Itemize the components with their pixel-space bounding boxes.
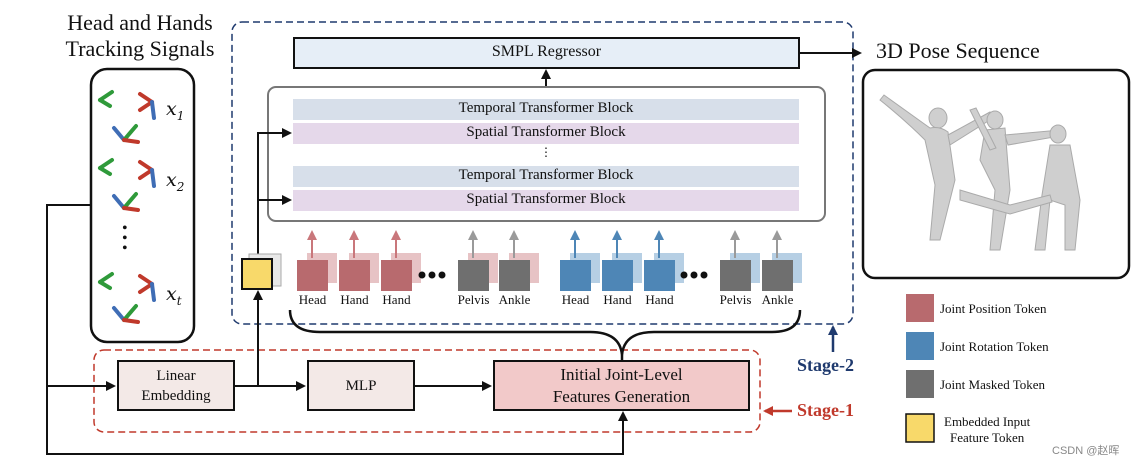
stage2-label: Stage-2 xyxy=(797,355,854,375)
mlp-label: MLP xyxy=(345,378,377,394)
signal-x2: x2 xyxy=(166,169,185,194)
smpl-label: SMPL Regressor xyxy=(491,43,602,60)
left-title: Head and Hands Tracking Signals xyxy=(50,10,230,62)
ellipsis-dot xyxy=(690,271,698,279)
token-label: Ankle xyxy=(761,292,794,307)
token-masked xyxy=(499,260,530,291)
legend-embedded-label: Embedded Input Feature Token xyxy=(944,414,1031,445)
token-label: Hand xyxy=(603,292,632,307)
initial-label-line2: Features Generation xyxy=(552,387,691,406)
linear-embedding-box xyxy=(117,360,235,411)
legend-masked-label: Joint Masked Token xyxy=(940,377,1046,392)
embedded-token xyxy=(241,258,273,290)
token-position xyxy=(339,260,370,291)
legend-swatch-position xyxy=(906,294,934,322)
block-spatial-1: Spatial Transformer Block xyxy=(466,124,626,140)
legend-rotation-label: Joint Rotation Token xyxy=(940,339,1049,354)
output-title: 3D Pose Sequence xyxy=(876,38,1040,63)
signal-xt: xt xyxy=(166,283,182,308)
token-label: Head xyxy=(561,292,590,307)
block-spatial-2: Spatial Transformer Block xyxy=(466,191,626,207)
stage1-label: Stage-1 xyxy=(797,400,854,420)
mlp-box xyxy=(307,360,415,411)
token-label: Hand xyxy=(382,292,411,307)
token-label: Hand xyxy=(340,292,369,307)
linear-embedding-label: Linear Embedding xyxy=(118,366,234,406)
token-label: Pelvis xyxy=(457,292,490,307)
tokens-brace xyxy=(288,309,802,356)
stage1-box xyxy=(93,349,761,433)
stage2-box xyxy=(231,21,854,325)
token-label: Pelvis xyxy=(719,292,752,307)
ellipsis-dot xyxy=(438,271,446,279)
token-label: Head xyxy=(298,292,327,307)
token-position xyxy=(381,260,412,291)
token-arrow-head xyxy=(391,230,401,240)
axes-icon-3 xyxy=(98,272,156,324)
token-rotation xyxy=(644,260,675,291)
token-masked xyxy=(762,260,793,291)
token-position xyxy=(297,260,328,291)
token-arrow-head xyxy=(307,230,317,240)
ellipsis-dot xyxy=(680,271,688,279)
legend-swatch-embedded xyxy=(905,413,935,443)
token-arrow-head xyxy=(570,230,580,240)
initial-features-box xyxy=(493,360,750,411)
token-arrow-head xyxy=(772,230,782,240)
token-rotation xyxy=(602,260,633,291)
token-arrow-head xyxy=(612,230,622,240)
ellipsis-dot xyxy=(428,271,436,279)
token-masked xyxy=(458,260,489,291)
token-masked xyxy=(720,260,751,291)
token-label: Hand xyxy=(645,292,674,307)
legend-swatch-rotation xyxy=(906,332,934,360)
ellipsis-dot xyxy=(700,271,708,279)
token-arrow-head xyxy=(349,230,359,240)
pose-figures xyxy=(879,94,1081,251)
watermark: CSDN @赵晖 xyxy=(1052,445,1120,457)
token-arrow-head xyxy=(468,230,478,240)
initial-label-line1: Initial Joint-Level xyxy=(560,365,683,384)
legend-swatch-masked xyxy=(906,370,934,398)
token-arrow-head xyxy=(509,230,519,240)
linear-label-line1: Linear xyxy=(156,368,196,384)
token-arrow-head xyxy=(654,230,664,240)
axes-icon-2 xyxy=(98,158,156,212)
token-arrow-head xyxy=(730,230,740,240)
smpl-box xyxy=(293,37,800,69)
axes-icon-1 xyxy=(98,90,156,144)
initial-features-label: Initial Joint-Level Features Generation xyxy=(494,364,749,408)
block-temporal-2: Temporal Transformer Block xyxy=(458,167,634,183)
left-title-line1: Head and Hands xyxy=(67,10,213,35)
block-ellipsis: ⋮ xyxy=(540,145,552,159)
signal-ellipsis: • • • xyxy=(122,220,128,257)
token-label: Ankle xyxy=(498,292,531,307)
ellipsis-dot xyxy=(418,271,426,279)
linear-label-line2: Embedding xyxy=(141,388,211,404)
signal-x1: x1 xyxy=(166,98,185,123)
left-title-line2: Tracking Signals xyxy=(65,36,215,61)
block-temporal-1: Temporal Transformer Block xyxy=(458,100,634,116)
legend-position-label: Joint Position Token xyxy=(940,301,1047,316)
token-rotation xyxy=(560,260,591,291)
transformer-stack xyxy=(267,86,826,222)
